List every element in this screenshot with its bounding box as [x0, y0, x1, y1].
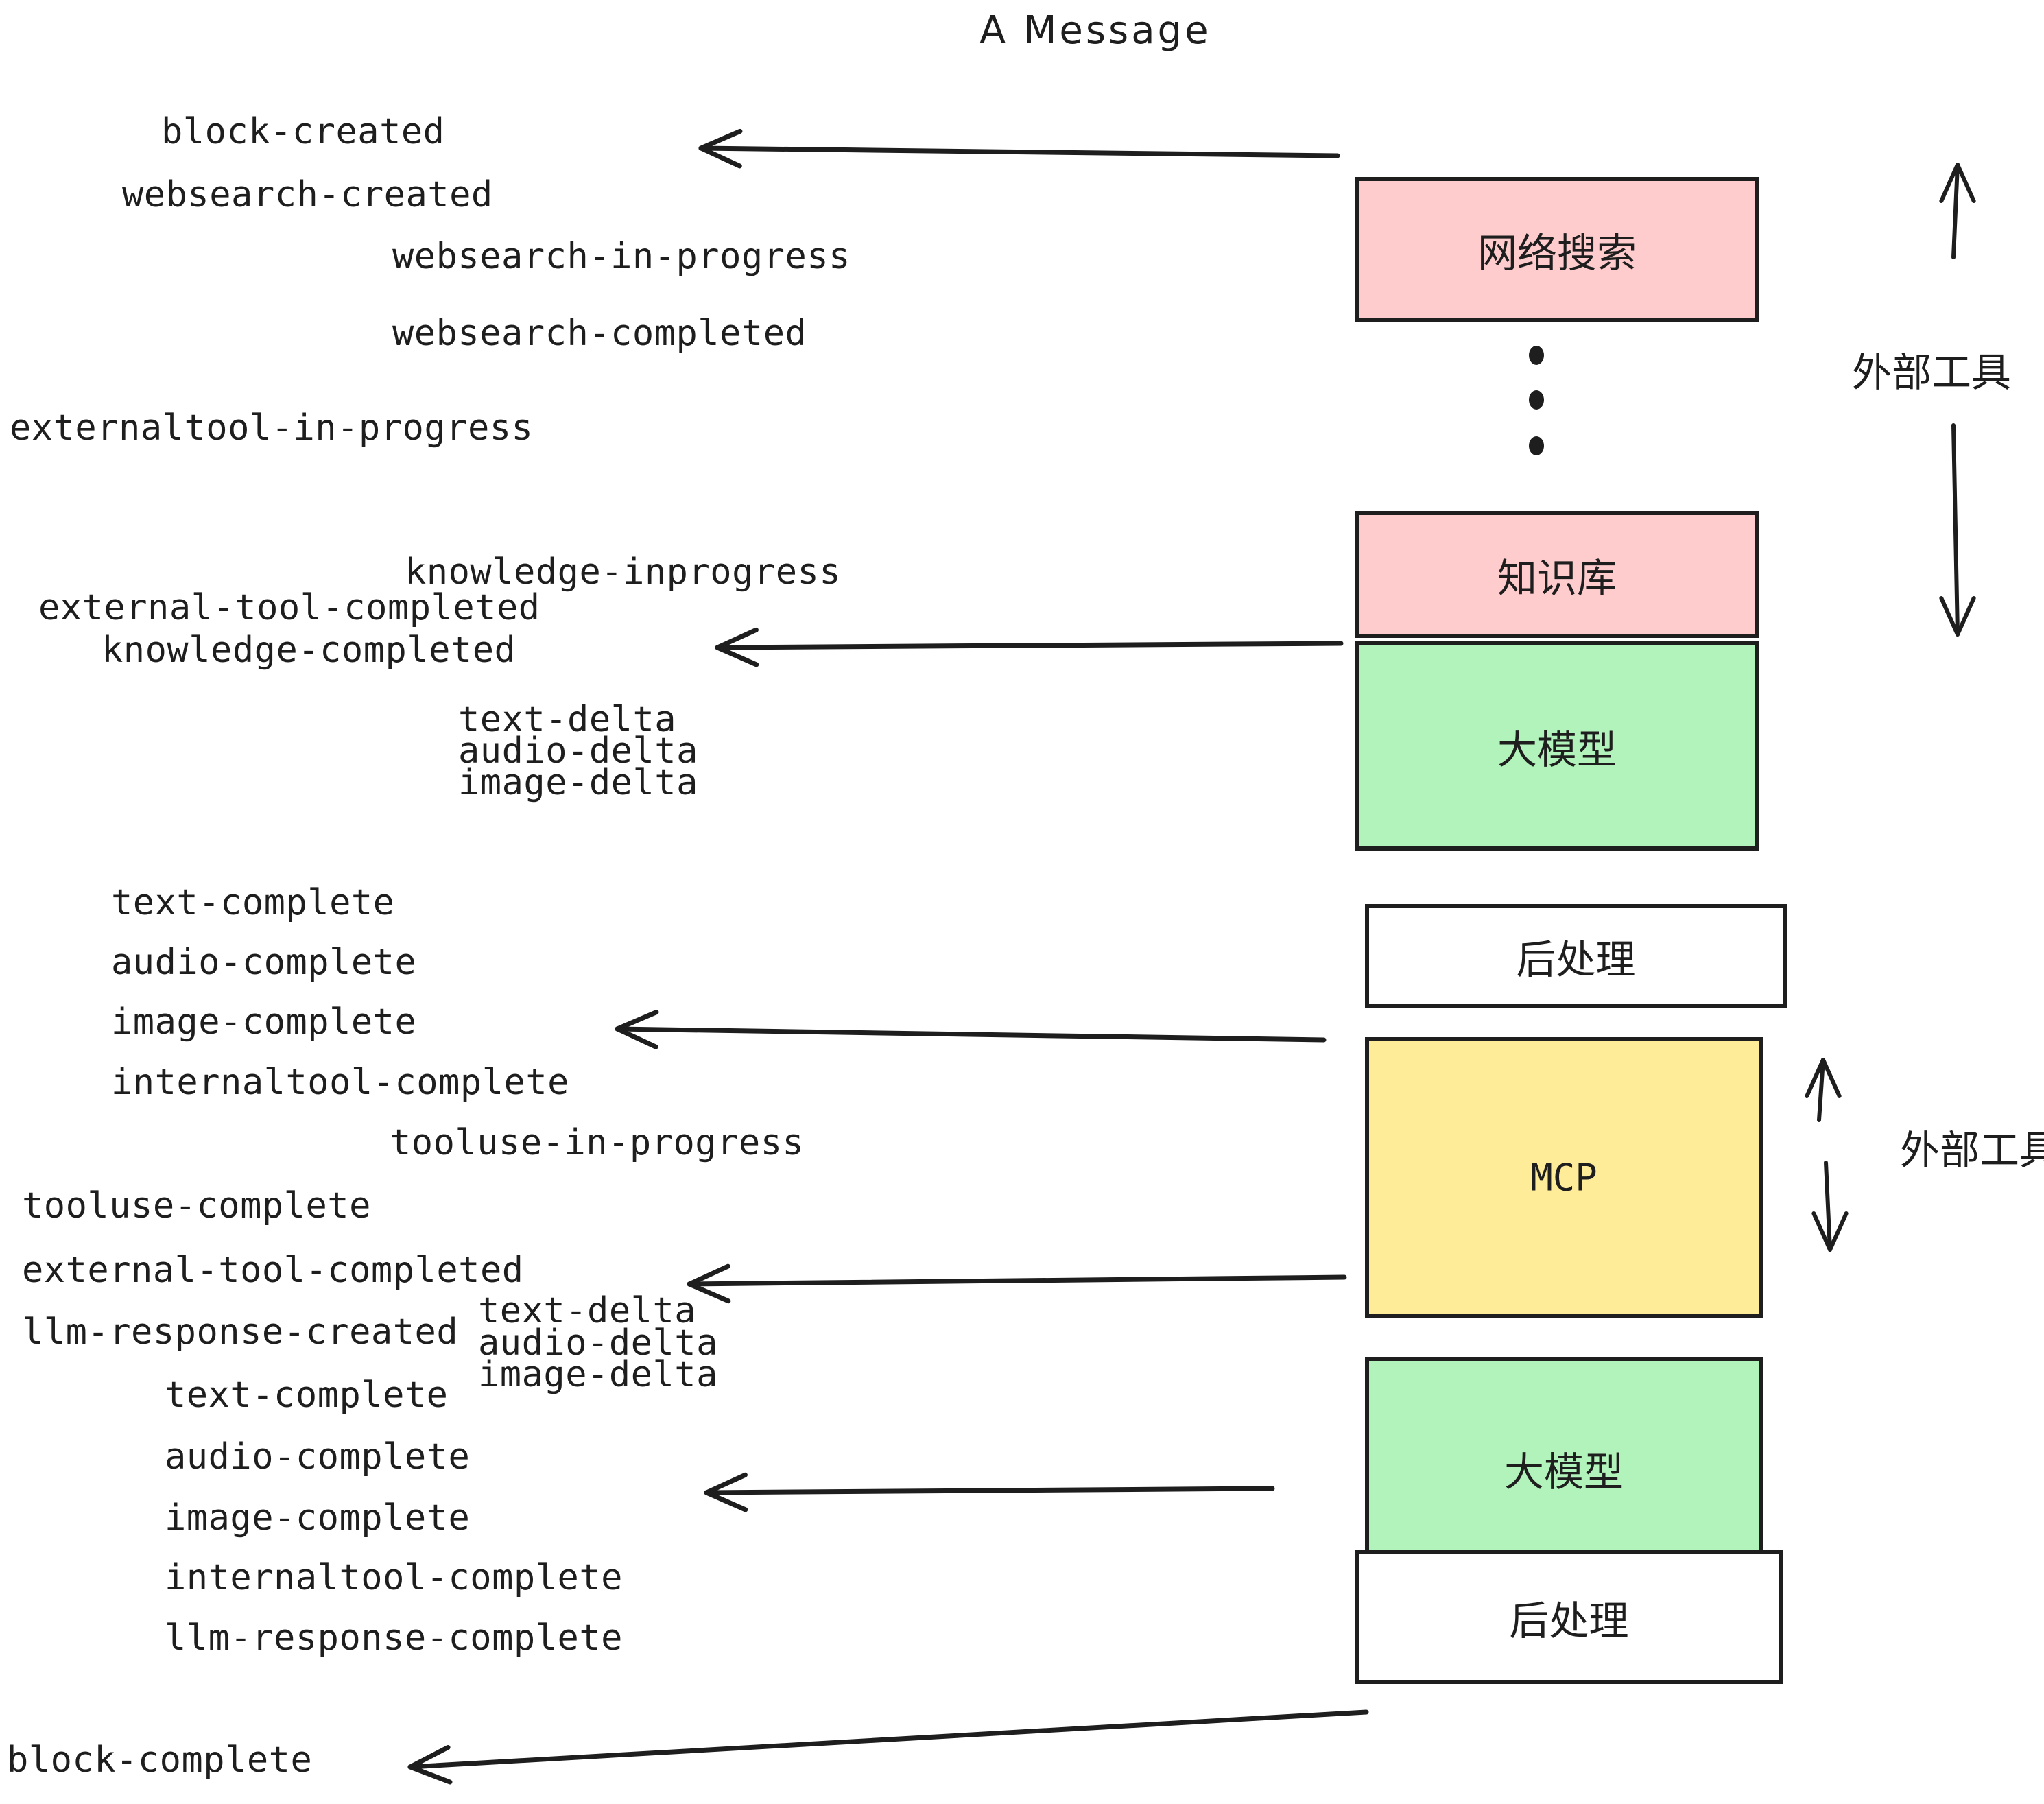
event-label-externaltool-in-progress: externaltool-in-progress	[10, 407, 534, 449]
node-box-mcp	[1365, 1037, 1763, 1318]
node-box-llm-1	[1355, 641, 1759, 851]
group-label-external-tools-bottom: 外部工具	[1900, 1127, 2044, 1174]
node-label-llm-1: 大模型	[1497, 726, 1617, 773]
event-label-text-complete-1: text-complete	[111, 882, 395, 923]
event-label-audio-complete-1: audio-complete	[111, 942, 417, 983]
arrow-tooluse-complete	[687, 1263, 1347, 1304]
external-tools-bottom-up	[1805, 1058, 1842, 1122]
group-arrows-group	[1805, 163, 1976, 1252]
node-box-llm-2	[1365, 1357, 1763, 1580]
event-label-audio-delta-1: audio-delta	[458, 731, 698, 772]
event-label-tooluse-in-progress: tooluse-in-progress	[390, 1122, 805, 1163]
event-label-websearch-created: websearch-created	[122, 174, 493, 215]
event-label-knowledge-inprogress: knowledge-inprogress	[405, 551, 842, 593]
arrow-audio-complete	[704, 1472, 1275, 1512]
arrow-block-created	[698, 128, 1340, 169]
node-label-llm-2: 大模型	[1504, 1448, 1624, 1495]
ellipsis-dot-1	[1529, 346, 1544, 365]
event-label-internaltool-complete-2: internaltool-complete	[165, 1557, 623, 1598]
event-label-audio-complete-2: audio-complete	[165, 1436, 471, 1477]
node-label-postprocess-2: 后处理	[1509, 1597, 1629, 1644]
arrow-knowledge-completed	[715, 627, 1344, 667]
arrow-image-complete	[615, 1010, 1327, 1049]
event-label-text-delta-2: text-delta	[478, 1290, 697, 1331]
node-label-knowledge: 知识库	[1497, 554, 1617, 602]
node-box-postprocess-1	[1365, 904, 1787, 1008]
event-label-block-complete: block-complete	[7, 1740, 313, 1781]
event-label-image-complete-1: image-complete	[111, 1001, 417, 1043]
event-label-text-complete-2: text-complete	[165, 1375, 449, 1416]
node-label-postprocess-1: 后处理	[1516, 936, 1636, 983]
event-label-internaltool-complete-1: internaltool-complete	[111, 1062, 569, 1103]
node-label-mcp: MCP	[1530, 1156, 1597, 1200]
event-label-knowledge-completed: knowledge-completed	[102, 630, 516, 671]
diagram-title: A Message	[979, 8, 1211, 53]
event-label-websearch-completed: websearch-completed	[392, 313, 807, 354]
node-label-websearch: 网络搜索	[1477, 230, 1637, 276]
ellipsis-dots-group	[1529, 346, 1544, 455]
event-label-llm-response-complete: llm-response-complete	[165, 1617, 623, 1659]
external-tools-top-up	[1939, 163, 1976, 259]
ellipsis-dot-3	[1529, 436, 1544, 455]
event-label-image-complete-2: image-complete	[165, 1497, 471, 1539]
external-tools-bottom-down	[1811, 1161, 1849, 1252]
event-label-block-created: block-created	[161, 111, 445, 152]
event-label-tooluse-complete: tooluse-complete	[22, 1185, 371, 1226]
node-box-knowledge	[1355, 511, 1759, 638]
arrow-block-complete	[407, 1709, 1369, 1785]
event-label-image-delta-2: image-delta	[478, 1354, 718, 1395]
node-box-websearch	[1355, 177, 1759, 322]
flow-arrows-group	[407, 128, 1369, 1785]
event-label-audio-delta-2: audio-delta	[478, 1322, 718, 1364]
event-label-image-delta-1: image-delta	[458, 762, 698, 803]
group-label-external-tools-top: 外部工具	[1852, 349, 2012, 396]
ellipsis-dot-2	[1529, 390, 1544, 410]
event-label-text-delta-1: text-delta	[458, 699, 677, 740]
event-label-external-tool-completed-1: external-tool-completed	[38, 587, 540, 628]
event-label-websearch-in-progress: websearch-in-progress	[392, 236, 851, 277]
event-label-external-tool-completed-2: external-tool-completed	[22, 1250, 524, 1291]
event-label-llm-response-created: llm-response-created	[22, 1312, 459, 1353]
node-box-postprocess-2	[1355, 1550, 1783, 1684]
external-tools-top-down	[1939, 423, 1976, 637]
